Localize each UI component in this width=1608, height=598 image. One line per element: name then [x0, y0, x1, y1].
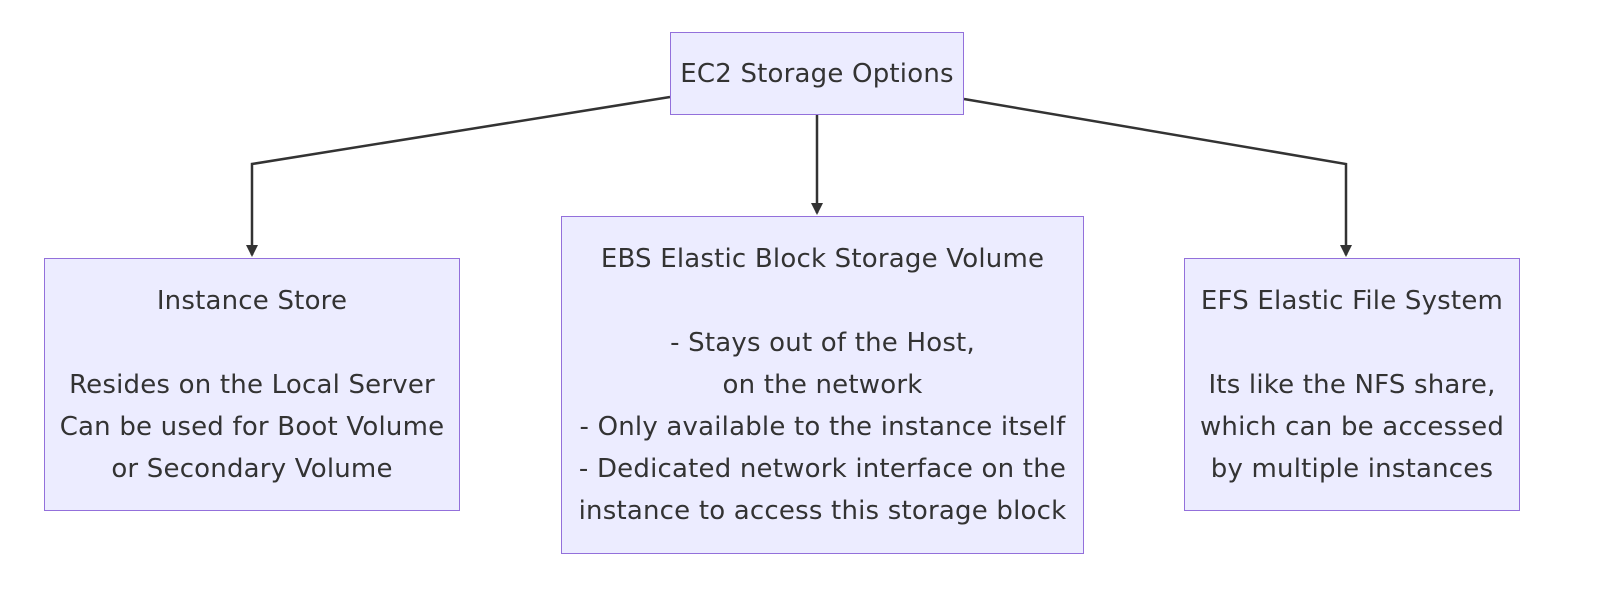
ebs-volume-node: EBS Elastic Block Storage Volume - Stays… [561, 216, 1084, 554]
node-text-line: by multiple instances [1210, 453, 1494, 484]
instance-store-node: Instance Store Resides on the Local Serv… [44, 258, 460, 511]
node-text-line: - Dedicated network interface on the [578, 454, 1067, 484]
node-text-line: or Secondary Volume [111, 453, 393, 484]
node-title: EFS Elastic File System [1200, 285, 1504, 316]
node-title: Instance Store [156, 285, 348, 316]
efs-file-system-node: EFS Elastic File System Its like the NFS… [1184, 258, 1520, 511]
ec2-storage-options-node: EC2 Storage Options [670, 32, 964, 115]
node-text-line: - Only available to the instance itself [579, 412, 1066, 442]
node-title: EBS Elastic Block Storage Volume [600, 244, 1045, 274]
node-text-line: instance to access this storage block [578, 496, 1067, 526]
edge-root-to-efs [963, 97, 1352, 257]
node-text-line: Its like the NFS share, [1208, 369, 1496, 400]
node-title: EC2 Storage Options [680, 58, 954, 89]
edge-root-to-instance-store [246, 95, 671, 257]
node-text-line: on the network [722, 370, 923, 400]
node-text-line: - Stays out of the Host, [670, 328, 975, 358]
node-text-line: Resides on the Local Server [69, 369, 435, 400]
node-text-line: Can be used for Boot Volume [59, 411, 445, 442]
node-text-line: which can be accessed [1199, 411, 1505, 442]
